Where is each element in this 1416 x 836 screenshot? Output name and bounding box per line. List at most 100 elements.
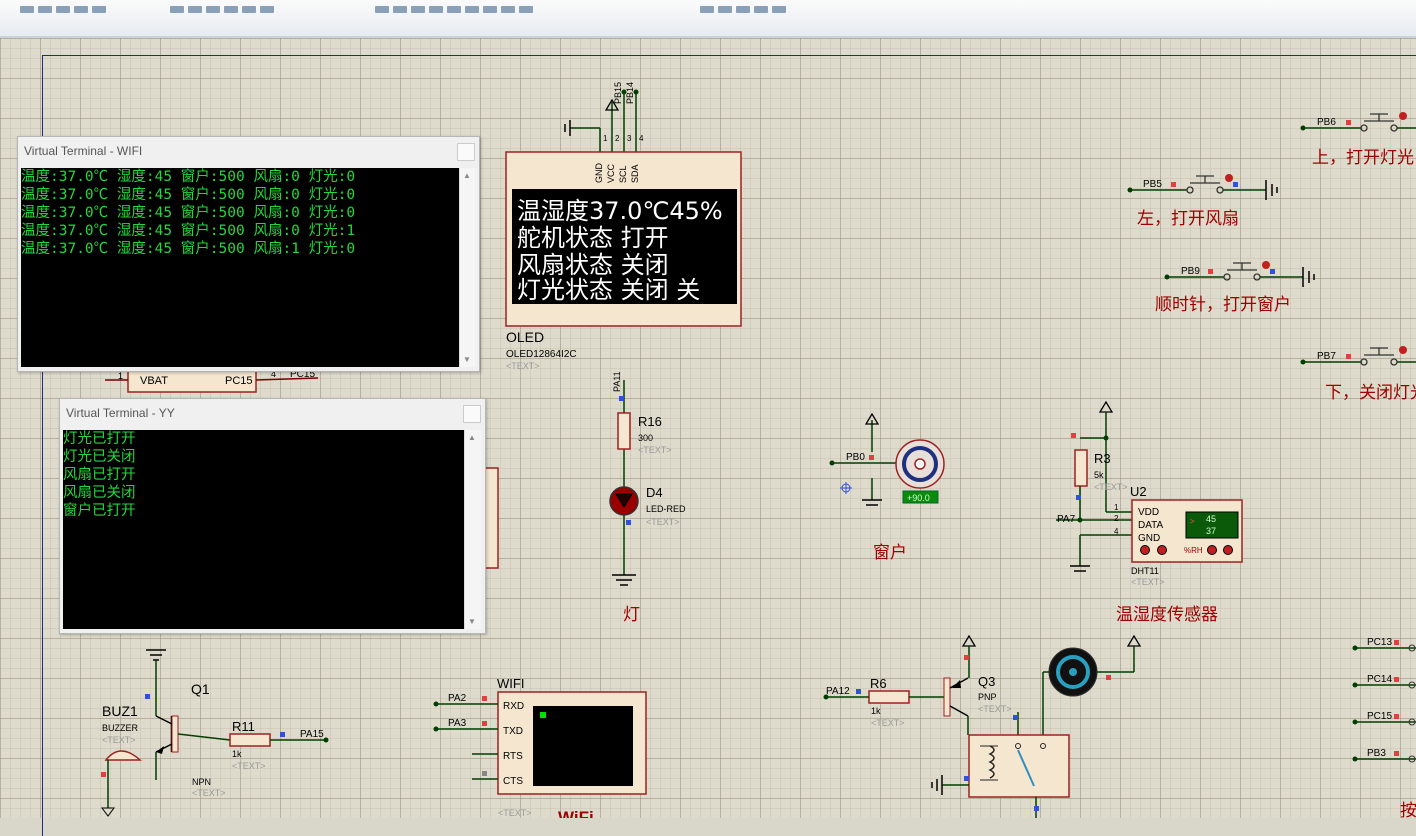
dht-temp-up-button[interactable] [1158, 546, 1167, 555]
right-net-pc15: PC15 [1367, 711, 1392, 722]
relay[interactable] [969, 735, 1069, 797]
motor-net-label: PB0 [846, 452, 865, 463]
buz1-text: <TEXT> [102, 735, 136, 745]
q1-ref: Q1 [191, 681, 210, 697]
dht-pin-gnd: GND [1138, 533, 1160, 544]
wifi-pin-rxd: RXD [503, 701, 524, 712]
oled-pin-num-3: 3 [627, 134, 632, 143]
dht-humidity: 45 [1206, 514, 1216, 524]
button-net-pb7: PB7 [1317, 351, 1336, 362]
right-net-pc13: PC13 [1367, 637, 1392, 648]
wifi-pin-rts: RTS [503, 751, 523, 762]
scroll-down-icon[interactable]: ▼ [468, 617, 476, 626]
dht-part: DHT11 [1131, 566, 1159, 576]
q1-text: <TEXT> [192, 788, 226, 798]
r16-resistor[interactable] [618, 413, 630, 449]
scroll-up-icon[interactable]: ▲ [463, 171, 471, 180]
servo-motor[interactable]: PB0 +90.0 窗户 [830, 414, 945, 563]
r16-ref: R16 [638, 414, 662, 429]
wifi-text: <TEXT> [498, 808, 532, 818]
virtual-terminal-wifi[interactable]: Virtual Terminal - WIFI 温度:37.0℃ 湿度:45 窗… [17, 136, 480, 372]
q3-type: PNP [978, 692, 997, 702]
terminal-wifi-line: 温度:37.0℃ 湿度:45 窗户:500 风扇:0 灯光:0 [21, 168, 459, 186]
terminal-yy-output[interactable]: 灯光已打开 灯光已关闭 风扇已打开 风扇已关闭 窗户已打开 [63, 430, 464, 629]
oled-pin-gnd: GND [594, 163, 604, 184]
oled-pin-sda: SDA [630, 164, 640, 183]
terminal-wifi-close-button[interactable] [457, 143, 475, 161]
wifi-net-pa2: PA2 [448, 693, 467, 704]
terminal-wifi-scrollbar[interactable]: ▲ ▼ [459, 168, 476, 367]
virtual-terminal-yy[interactable]: Virtual Terminal - YY 灯光已打开 灯光已关闭 风扇已打开 … [59, 398, 486, 634]
dht-temp-down-button[interactable] [1141, 546, 1150, 555]
r3-value: 5k [1094, 470, 1104, 480]
dht-rh-up-button[interactable] [1224, 546, 1233, 555]
scroll-down-icon[interactable]: ▼ [463, 355, 471, 364]
button-pb9[interactable]: PB9 顺时针，打开窗户 [1155, 261, 1314, 315]
wifi-net-pa3: PA3 [448, 718, 467, 729]
oled-line-3: 风扇状态 关闭 [517, 251, 669, 279]
oled-part: OLED12864I2C [506, 349, 577, 360]
rtc-vbat-label: VBAT [140, 375, 168, 387]
fan-driver-circuit[interactable]: PA12 R6 1k <TEXT> Q3 PNP <TEXT> [824, 636, 1141, 818]
terminal-yy-line: 风扇已关闭 [63, 484, 464, 502]
q3-ref: Q3 [978, 674, 995, 689]
dht-pin-num-4: 4 [1114, 527, 1119, 536]
dht-label: 温湿度传感器 [1116, 605, 1218, 625]
terminal-yy-title: Virtual Terminal - YY [60, 399, 485, 427]
partial-label: 按 [1400, 801, 1416, 818]
terminal-yy-line: 灯光已打开 [63, 430, 464, 448]
dht-text: <TEXT> [1131, 577, 1165, 587]
oled-display[interactable]: PB15 PB14 1 2 3 4 GND VCC SCL SDA 温湿度37.… [506, 82, 741, 371]
terminal-yy-scrollbar[interactable]: ▲ ▼ [464, 430, 481, 629]
button-pb5[interactable]: PB5 左，打开风扇 [1128, 174, 1278, 229]
terminal-wifi-output[interactable]: 温度:37.0℃ 湿度:45 窗户:500 风扇:0 灯光:0 温度:37.0℃… [21, 168, 459, 367]
scroll-up-icon[interactable]: ▲ [468, 433, 476, 442]
led-circuit[interactable]: PA11 R16 300 <TEXT> D4 LED-RED <TEXT> 灯 [610, 371, 686, 625]
button-pb6[interactable]: PB6 上，打开灯光 [1301, 112, 1416, 168]
dht-pin-num-2: 2 [1114, 514, 1119, 523]
r6-value: 1k [871, 706, 881, 716]
r16-text: <TEXT> [638, 445, 672, 455]
led-label: 灯 [623, 605, 640, 625]
oled-pin-num-4: 4 [639, 134, 644, 143]
r3-resistor[interactable] [1075, 450, 1087, 486]
oled-ref: OLED [506, 329, 544, 345]
rtc-pin1-label: 1 [118, 371, 123, 381]
hidden-part-edge [484, 468, 498, 568]
r6-ref: R6 [870, 676, 887, 691]
button-net-pb6: PB6 [1317, 117, 1336, 128]
right-net-pb3: PB3 [1367, 748, 1386, 759]
oled-line-2: 舵机状态 打开 [517, 224, 669, 252]
right-nets: PC13 PC14 PC15 PB3 按 [1353, 637, 1416, 818]
wifi-label: WiFi [558, 808, 594, 818]
dht11-sensor[interactable]: R3 5k <TEXT> U2 PA7 1 2 4 VDD DATA GND >… [1056, 402, 1242, 625]
buz1-part: BUZZER [102, 723, 139, 733]
terminal-wifi-line: 温度:37.0℃ 湿度:45 窗户:500 风扇:0 灯光:0 [21, 204, 459, 222]
r16-value: 300 [638, 433, 653, 443]
terminal-yy-close-button[interactable] [463, 405, 481, 423]
terminal-yy-line: 风扇已打开 [63, 466, 464, 484]
r3-text: <TEXT> [1094, 482, 1128, 492]
r11-resistor[interactable] [230, 734, 270, 746]
button-label-pb5: 左，打开风扇 [1137, 209, 1239, 229]
dht-net-label: PA7 [1057, 514, 1076, 525]
wifi-module[interactable]: WIFI PA2 PA3 RXD TXD RTS CTS <TEXT> WiFi [434, 676, 647, 818]
d4-ref: D4 [646, 485, 663, 500]
wifi-pin-txd: TXD [503, 726, 523, 737]
r6-resistor[interactable] [869, 691, 909, 703]
button-net-pb9: PB9 [1181, 266, 1200, 277]
terminal-wifi-line: 温度:37.0℃ 湿度:45 窗户:500 风扇:0 灯光:0 [21, 186, 459, 204]
buzzer-circuit[interactable]: Q1 NPN <TEXT> R11 1k <TEXT> PA15 BUZ1 BU… [101, 650, 329, 816]
r3-ref: R3 [1094, 451, 1111, 466]
dht-rh-down-button[interactable] [1208, 546, 1217, 555]
dht-pin-vdd: VDD [1138, 507, 1159, 518]
buz1-ref: BUZ1 [102, 703, 138, 719]
r11-text: <TEXT> [232, 761, 266, 771]
motor-label: 窗户 [873, 543, 907, 563]
dht-lcd-arrow: > [1190, 517, 1195, 526]
q3-text: <TEXT> [978, 704, 1012, 714]
dht-temperature: 37 [1206, 526, 1216, 536]
buzzer-symbol[interactable] [106, 751, 140, 760]
